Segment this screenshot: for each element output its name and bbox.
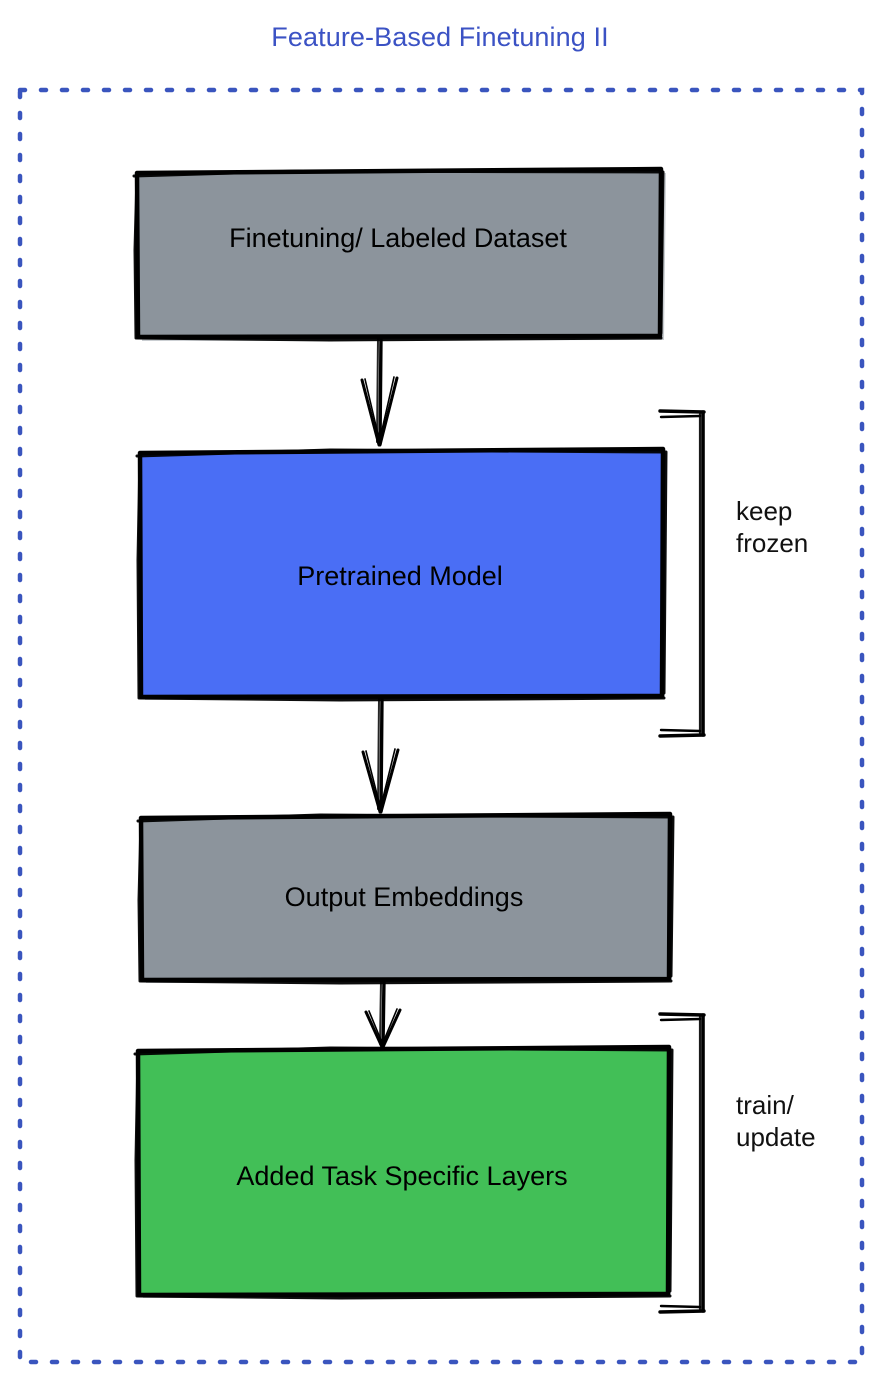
arrow-model-to-embeddings (361, 695, 400, 814)
diagram-title: Feature-Based Finetuning II (271, 22, 609, 52)
bracket-label-keep-frozen: keep frozen (736, 496, 809, 558)
dashed-outer-frame (17, 87, 865, 1365)
node-pretrained-model[interactable] (135, 446, 668, 702)
node-output-embeddings[interactable] (136, 811, 675, 985)
node-label-finetuning-dataset: Finetuning/ Labeled Dataset (229, 223, 567, 253)
node-added-task-specific-layers[interactable] (133, 1044, 674, 1300)
node-outline-sketch (136, 813, 675, 985)
node-outline-sketch (133, 1046, 674, 1300)
node-outline-sketch (132, 169, 665, 342)
node-fill (139, 1048, 668, 1294)
node-label-output-embeddings: Output Embeddings (284, 882, 524, 912)
arrow-embeddings-to-layers (364, 978, 402, 1049)
node-fill (141, 450, 662, 696)
bracket-train-update (658, 1012, 706, 1314)
node-finetuning-dataset[interactable] (132, 166, 666, 342)
node-outline-sketch (135, 448, 668, 702)
node-label-pretrained-model: Pretrained Model (297, 561, 503, 591)
bracket-label-train-update: train/ update (736, 1090, 816, 1152)
node-fill (138, 170, 660, 336)
node-label-added-task-specific-layers: Added Task Specific Layers (236, 1161, 568, 1191)
arrow-dataset-to-model (360, 335, 399, 447)
node-fill (142, 815, 669, 979)
bracket-keep-frozen (658, 409, 706, 738)
